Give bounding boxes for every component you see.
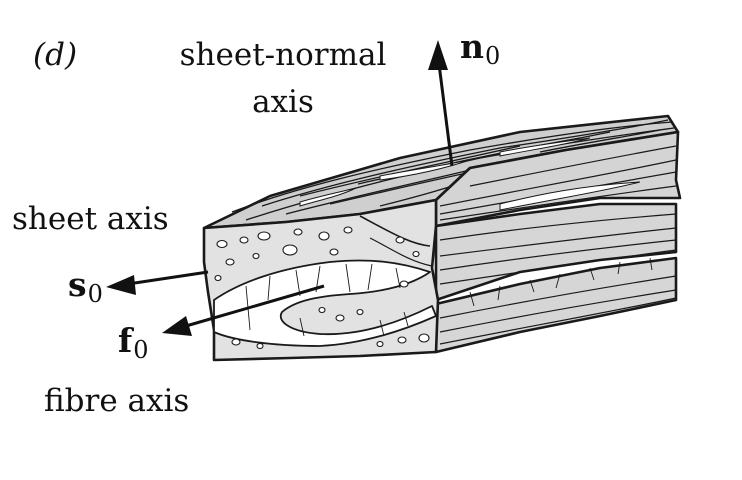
n0-symbol: n0: [460, 30, 500, 68]
sheet-normal-line1: sheet-normal: [179, 37, 387, 73]
f-subscript: 0: [133, 336, 149, 364]
axis-arrows: [106, 40, 454, 336]
sheet-normal-line2: axis: [252, 84, 314, 120]
n-subscript: 0: [485, 42, 501, 70]
fibre-arrow: [185, 284, 325, 328]
s-symbol: s: [68, 265, 87, 304]
top-surface-tears: [299, 137, 591, 207]
cell-cross-sections: [214, 226, 430, 350]
top-sheet-side: [434, 130, 682, 228]
sheet-normal-axis-label: sheet-normal axis: [176, 40, 390, 118]
fibre-axis-label: fibre axis: [44, 383, 190, 419]
sheet-arrow: [127, 270, 209, 286]
s0-symbol: s0: [68, 268, 103, 306]
s-subscript: 0: [87, 280, 103, 308]
sheet-axis-label: sheet axis: [12, 201, 169, 237]
bottom-sheet-side: [434, 256, 678, 354]
n-symbol: n: [460, 27, 484, 66]
sheet-normal-arrow: [437, 63, 454, 167]
f0-symbol: f0: [118, 324, 148, 362]
panel-label: (d): [33, 37, 78, 73]
f-symbol: f: [118, 321, 133, 360]
